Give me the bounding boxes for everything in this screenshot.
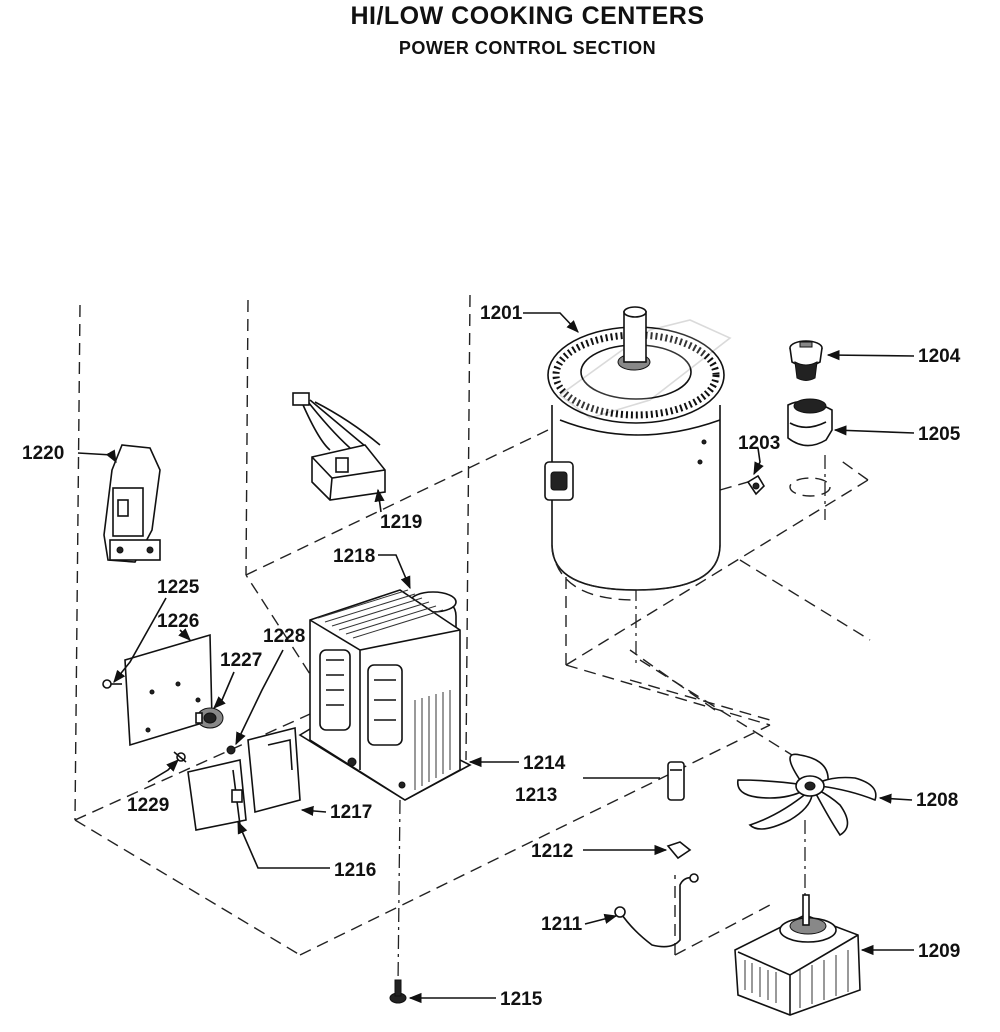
label-1219: 1219	[380, 512, 422, 533]
label-1203: 1203	[738, 433, 780, 454]
part-1214-transformer	[298, 589, 472, 801]
label-1220: 1220	[22, 443, 64, 464]
label-1213: 1213	[515, 785, 557, 806]
label-1225: 1225	[157, 577, 200, 598]
part-1204-cap	[789, 340, 823, 381]
label-1214: 1214	[523, 753, 566, 774]
page-subtitle: POWER CONTROL SECTION	[398, 38, 657, 58]
label-1229: 1229	[127, 795, 169, 816]
part-1220-bracket	[103, 444, 161, 563]
part-1225-screw	[102, 679, 122, 689]
label-1205: 1205	[918, 424, 961, 445]
part-number-labels: 1201 1203 1204 1205 1208 1209 1211 1212 …	[22, 303, 961, 1010]
part-1205-holder	[787, 398, 833, 497]
label-1212: 1212	[531, 841, 573, 862]
label-1215: 1215	[500, 989, 543, 1010]
label-1227: 1227	[220, 650, 262, 671]
label-1216: 1216	[334, 860, 376, 881]
part-1215-screw	[389, 979, 407, 1004]
label-1204: 1204	[918, 346, 961, 367]
part-1203-cutout	[746, 474, 766, 496]
part-1216-shield	[187, 759, 247, 831]
part-1201-motor	[544, 306, 732, 601]
part-1213-clip	[667, 761, 685, 801]
label-1211: 1211	[541, 914, 583, 935]
label-1218: 1218	[333, 546, 375, 567]
leader-lines	[77, 312, 915, 1004]
part-1212-bracket	[666, 841, 692, 860]
part-1227-thermostat	[195, 707, 224, 729]
part-1219-wire-harness	[292, 392, 386, 501]
part-1208-fan-blade	[737, 753, 877, 837]
label-1208: 1208	[916, 790, 958, 811]
label-1209: 1209	[918, 941, 960, 962]
part-1226-circuit-board	[124, 633, 213, 747]
label-1226: 1226	[157, 611, 199, 632]
part-1217-shield	[247, 726, 301, 814]
label-1217: 1217	[330, 802, 372, 823]
exploded-frame-lines	[74, 294, 871, 986]
part-1229-screw	[173, 751, 187, 763]
label-1228: 1228	[263, 626, 305, 647]
part-1209-fan-motor	[734, 894, 861, 1016]
part-1211-wire	[614, 873, 699, 948]
part-1228-nut	[226, 745, 236, 755]
label-1201: 1201	[480, 303, 523, 324]
page-title: HI/LOW COOKING CENTERS	[350, 2, 705, 30]
